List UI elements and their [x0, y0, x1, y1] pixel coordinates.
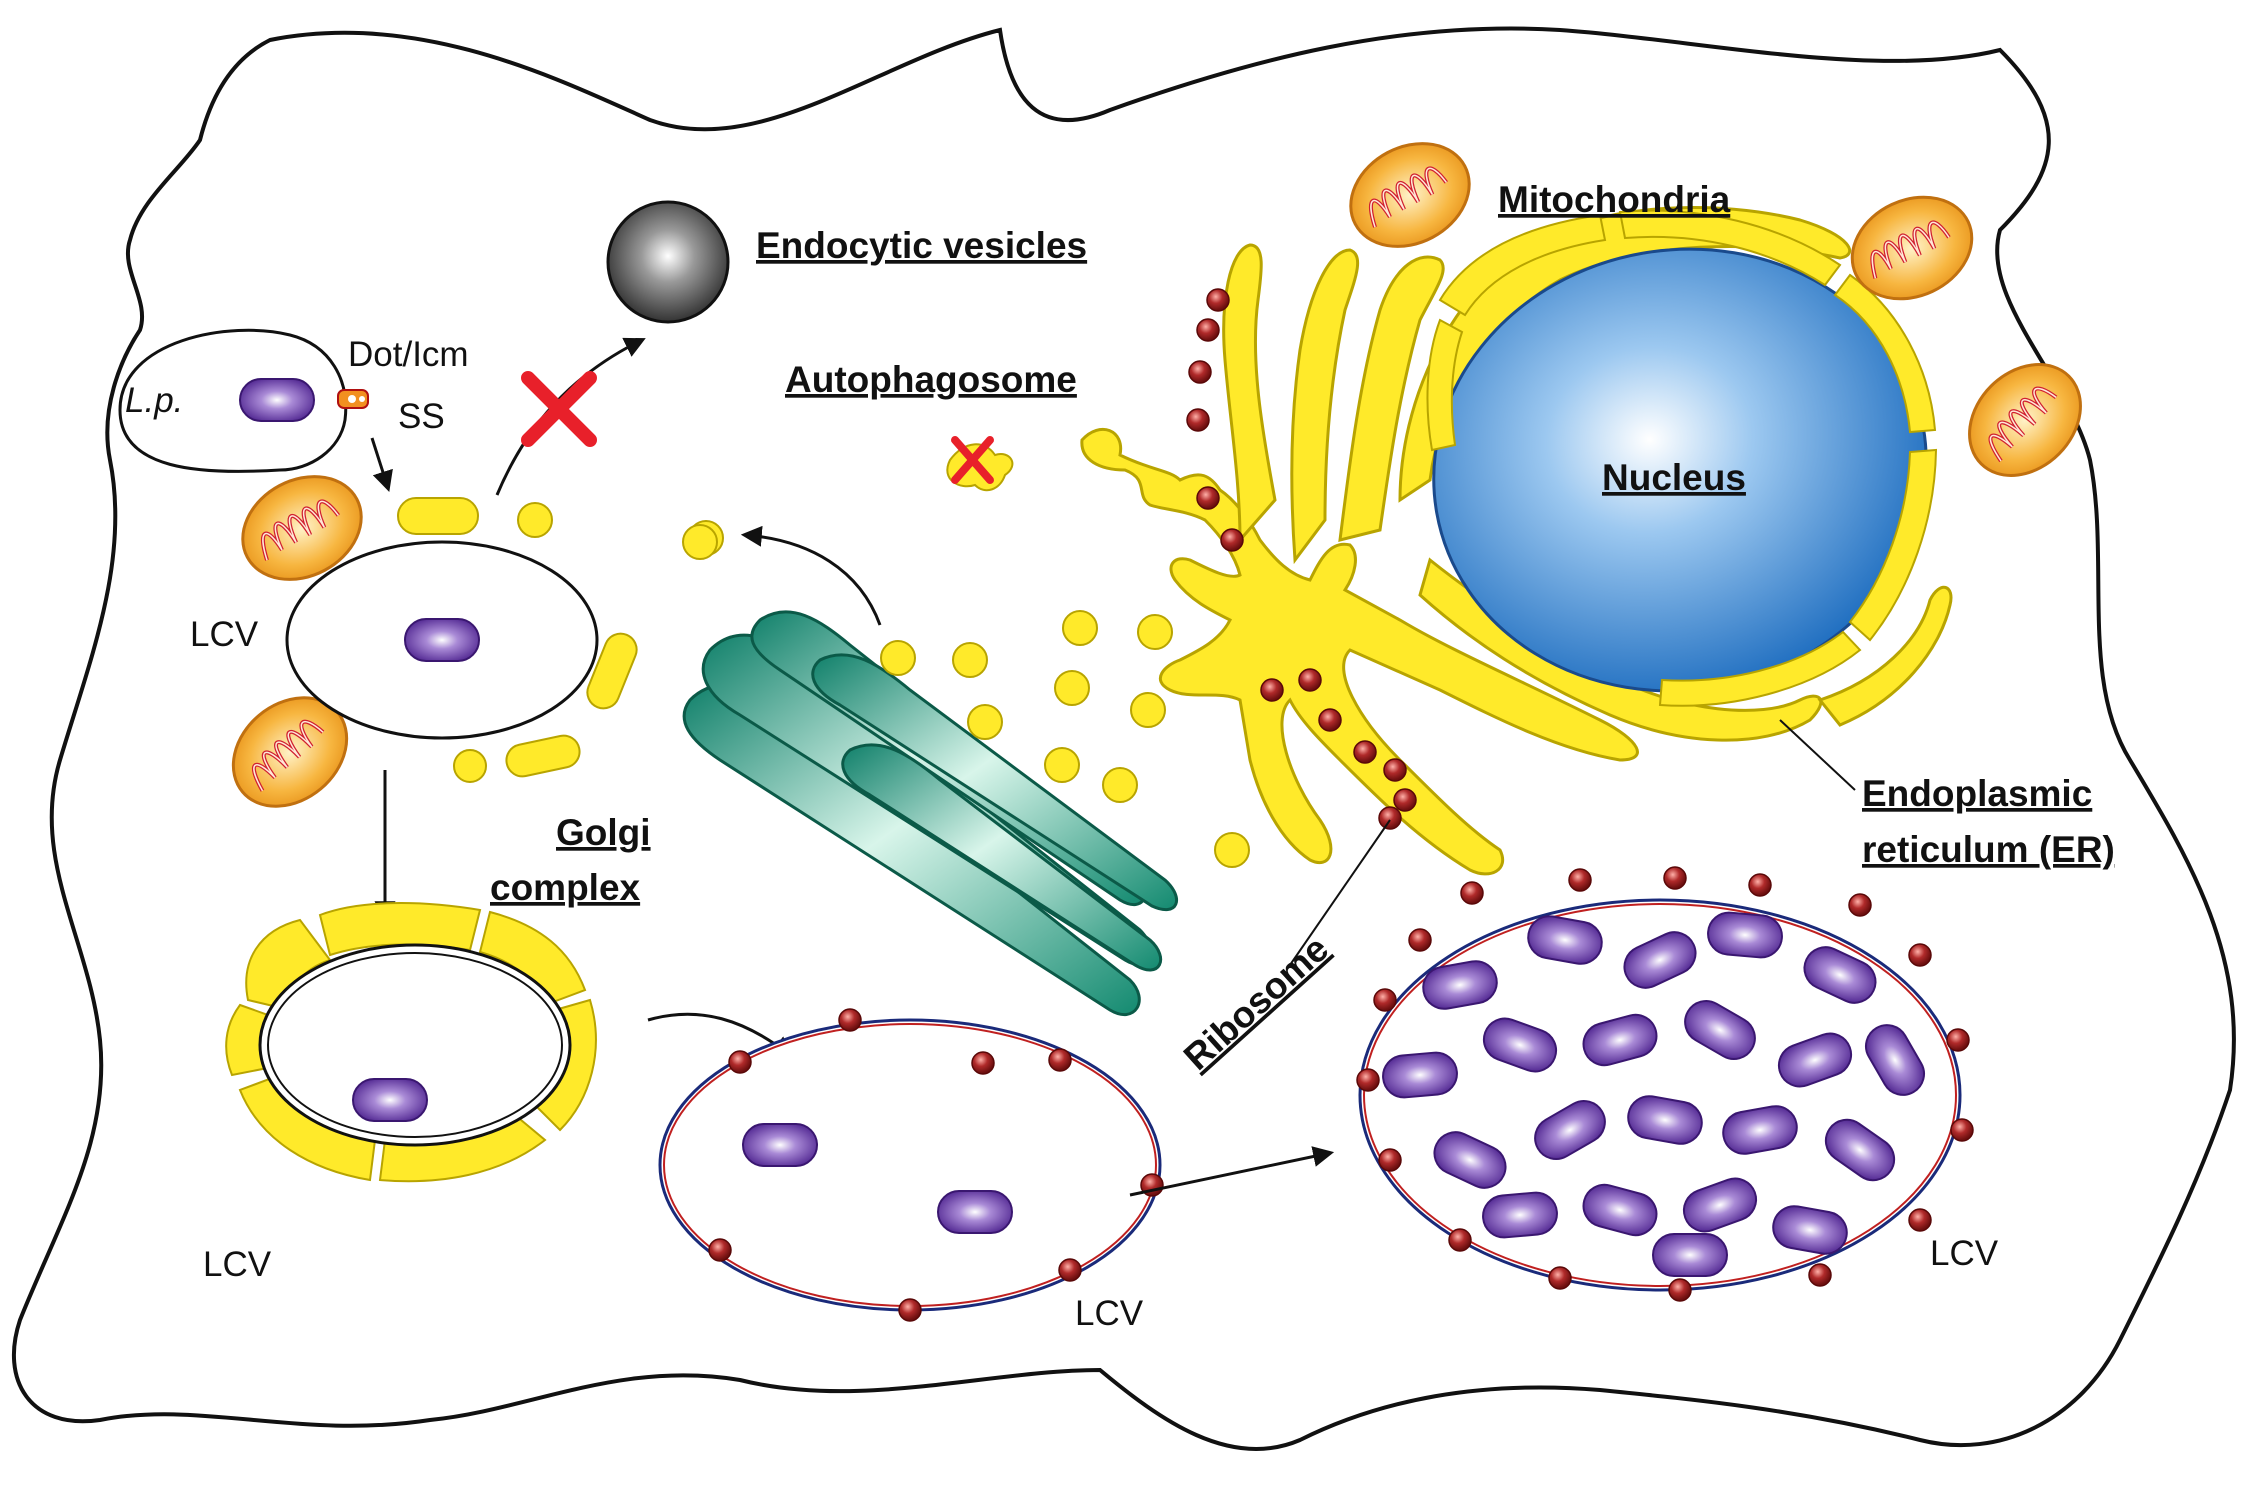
lcv-replicative	[1358, 898, 1962, 1292]
block-x-icon	[521, 371, 597, 447]
arrow-lcv3-to-lcv4	[1129, 1146, 1335, 1197]
nuclear-envelope	[1426, 209, 1938, 707]
mitochondrion-5	[1947, 342, 2103, 498]
golgi-vesicles	[682, 524, 1250, 868]
endoplasmic-reticulum	[1080, 206, 1953, 876]
label-er-1: Endoplasmic	[1862, 773, 2092, 814]
label-golgi-1: Golgi	[556, 812, 651, 853]
label-lcv-1: LCV	[190, 615, 259, 654]
er-leader-line	[1779, 719, 1856, 791]
mitochondrion-3	[1333, 124, 1488, 267]
endocytic-vesicle	[606, 200, 730, 324]
cell-membrane	[11, 26, 2236, 1451]
arrow-entry-to-lcv	[370, 437, 393, 493]
label-lcv-4: LCV	[1930, 1234, 1999, 1273]
lcv-er-wrapped	[225, 902, 597, 1183]
label-endocytic-vesicles: Endocytic vesicles	[756, 225, 1087, 266]
ribosome-leader-line	[1289, 819, 1391, 966]
bacterium-lcv-1	[404, 618, 480, 662]
label-ribosome: Ribosome	[1176, 928, 1336, 1078]
bacterium-lcv-3a	[742, 1123, 818, 1167]
label-autophagosome: Autophagosome	[785, 359, 1077, 400]
golgi-complex	[682, 610, 1178, 1017]
label-lcv-2: LCV	[203, 1245, 272, 1284]
label-lcv-3: LCV	[1075, 1294, 1144, 1333]
label-er-2: reticulum (ER)	[1862, 829, 2115, 870]
label-mitochondria: Mitochondria	[1498, 179, 1731, 220]
dot-icm-secretion-system-icon	[337, 389, 369, 409]
arrow-golgi-to-vesicle	[740, 525, 882, 626]
bacterium-lcv-3b	[937, 1190, 1013, 1234]
label-nucleus: Nucleus	[1602, 457, 1746, 498]
autophagosome-block-x-icon	[951, 436, 994, 484]
bacterium-entering	[239, 378, 315, 422]
label-golgi-2: complex	[490, 867, 641, 908]
bacterium-lcv-2	[352, 1078, 428, 1122]
label-ss: SS	[398, 397, 445, 436]
phagocytic-cup	[118, 328, 348, 473]
er-vesicles-lcv-1	[397, 497, 724, 783]
label-lp: L.p.	[125, 381, 183, 420]
label-dot-icm: Dot/Icm	[348, 335, 469, 374]
